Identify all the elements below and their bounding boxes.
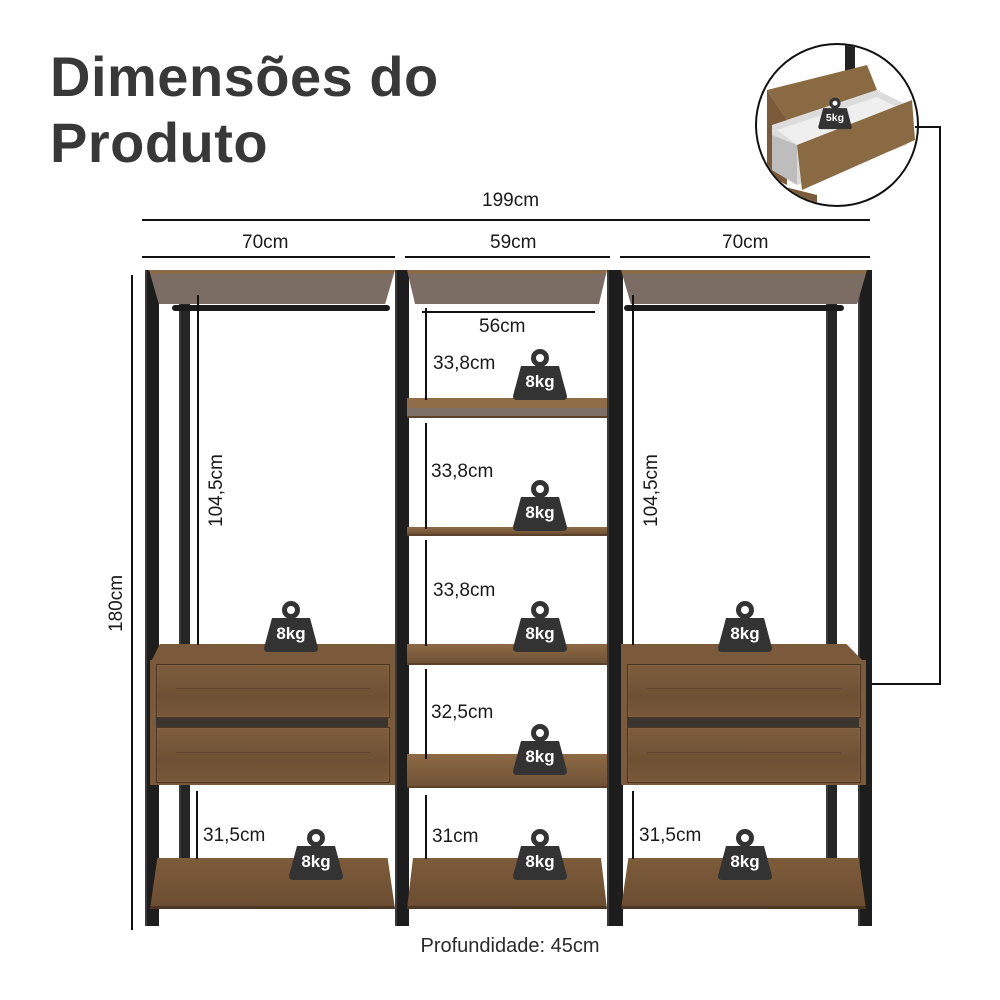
left-hanging-rod: [172, 305, 390, 311]
weight-icon: [289, 829, 343, 880]
inset-connector-vertical: [939, 126, 941, 685]
middle-inner-width-line: [422, 311, 595, 313]
middle-width-line: [405, 256, 610, 258]
total-height-line: [131, 275, 133, 930]
right-outer-post: [858, 270, 872, 926]
weight-icon: [718, 829, 772, 880]
weight-badge-right-floor: 8kg: [716, 828, 774, 880]
middle-width-label: 59cm: [490, 232, 537, 253]
weight-badge-middle-3: 8kg: [511, 600, 569, 652]
weight-icon: [513, 349, 567, 400]
middle-shelf-4: [407, 754, 607, 788]
left-cabinet-top: [150, 644, 395, 664]
weight-badge-middle-2: 8kg: [511, 479, 569, 531]
weight-icon: [264, 601, 318, 652]
middle-gap-label-2: 33,8cm: [431, 461, 494, 482]
left-back-post: [179, 292, 190, 892]
left-width-line: [142, 256, 395, 258]
depth-label: Profundidade: 45cm: [420, 935, 600, 957]
weight-icon: [513, 724, 567, 775]
right-cabinet-top: [621, 644, 866, 664]
page-title: Dimensões do Produto: [50, 44, 439, 176]
weight-icon: [718, 601, 772, 652]
weight-icon: [513, 480, 567, 531]
left-floor-shelf: [150, 858, 395, 909]
right-top-panel: [621, 270, 867, 304]
middle-bottom-gap-line: [425, 795, 427, 859]
left-drawer-2[interactable]: [156, 727, 390, 783]
right-hanging-rod: [624, 305, 844, 311]
middle-bottom-gap-label: 31cm: [432, 826, 479, 847]
drawer-detail-inset: 5kg: [755, 43, 919, 207]
left-drawer-1[interactable]: [156, 664, 390, 718]
total-height-label: 180cm: [106, 574, 127, 632]
right-drawer-gap: [627, 718, 859, 727]
middle-shelf-3: [407, 644, 607, 665]
middle-gap-line-1: [425, 308, 427, 400]
left-outer-post: [145, 270, 159, 926]
right-hanging-label: 104,5cm: [641, 454, 662, 527]
middle-gap-line-4: [425, 669, 427, 759]
right-bottom-gap-line: [632, 791, 634, 859]
weight-badge-middle-1: 8kg: [511, 348, 569, 400]
middle-top-panel: [407, 270, 607, 304]
inset-connector-bottom: [808, 683, 941, 685]
title-line-2: Produto: [50, 111, 269, 174]
right-width-line: [620, 256, 870, 258]
left-drawer-gap: [156, 718, 388, 727]
weight-badge-right-cabinet: 8kg: [716, 600, 774, 652]
right-bottom-gap-label: 31,5cm: [639, 825, 702, 846]
middle-left-post: [395, 270, 409, 926]
middle-gap-label-4: 32,5cm: [431, 702, 494, 723]
middle-gap-label-3: 33,8cm: [433, 580, 496, 601]
weight-badge-middle-floor: 8kg: [511, 828, 569, 880]
left-hanging-label: 104,5cm: [206, 454, 227, 527]
middle-shelf-1: [407, 398, 607, 418]
inset-connector-top: [915, 126, 941, 128]
right-width-label: 70cm: [722, 232, 769, 253]
total-width-label: 199cm: [482, 190, 540, 211]
left-width-label: 70cm: [242, 232, 289, 253]
middle-gap-line-2: [425, 423, 427, 529]
weight-icon: [513, 829, 567, 880]
weight-badge-drawer: 5kg: [817, 97, 853, 130]
left-bottom-gap-label: 31,5cm: [203, 825, 266, 846]
middle-floor-shelf: [407, 858, 607, 909]
weight-icon: [818, 97, 852, 130]
left-top-panel: [149, 270, 395, 304]
middle-gap-line-3: [425, 540, 427, 646]
right-drawer-1[interactable]: [627, 664, 861, 718]
middle-shelf-2: [407, 527, 607, 536]
right-drawer-2[interactable]: [627, 727, 861, 783]
right-back-post: [826, 292, 837, 892]
middle-inner-width-label: 56cm: [479, 316, 526, 337]
middle-gap-label-1: 33,8cm: [433, 353, 496, 374]
left-hanging-line: [197, 295, 199, 645]
right-hanging-line: [632, 295, 634, 645]
title-line-1: Dimensões do: [50, 45, 439, 108]
weight-icon: [513, 601, 567, 652]
weight-badge-left-cabinet: 8kg: [262, 600, 320, 652]
weight-badge-middle-4: 8kg: [511, 723, 569, 775]
middle-right-post: [607, 270, 623, 926]
left-bottom-gap-line: [196, 791, 198, 859]
weight-badge-left-floor: 8kg: [287, 828, 345, 880]
total-width-line: [142, 219, 870, 221]
